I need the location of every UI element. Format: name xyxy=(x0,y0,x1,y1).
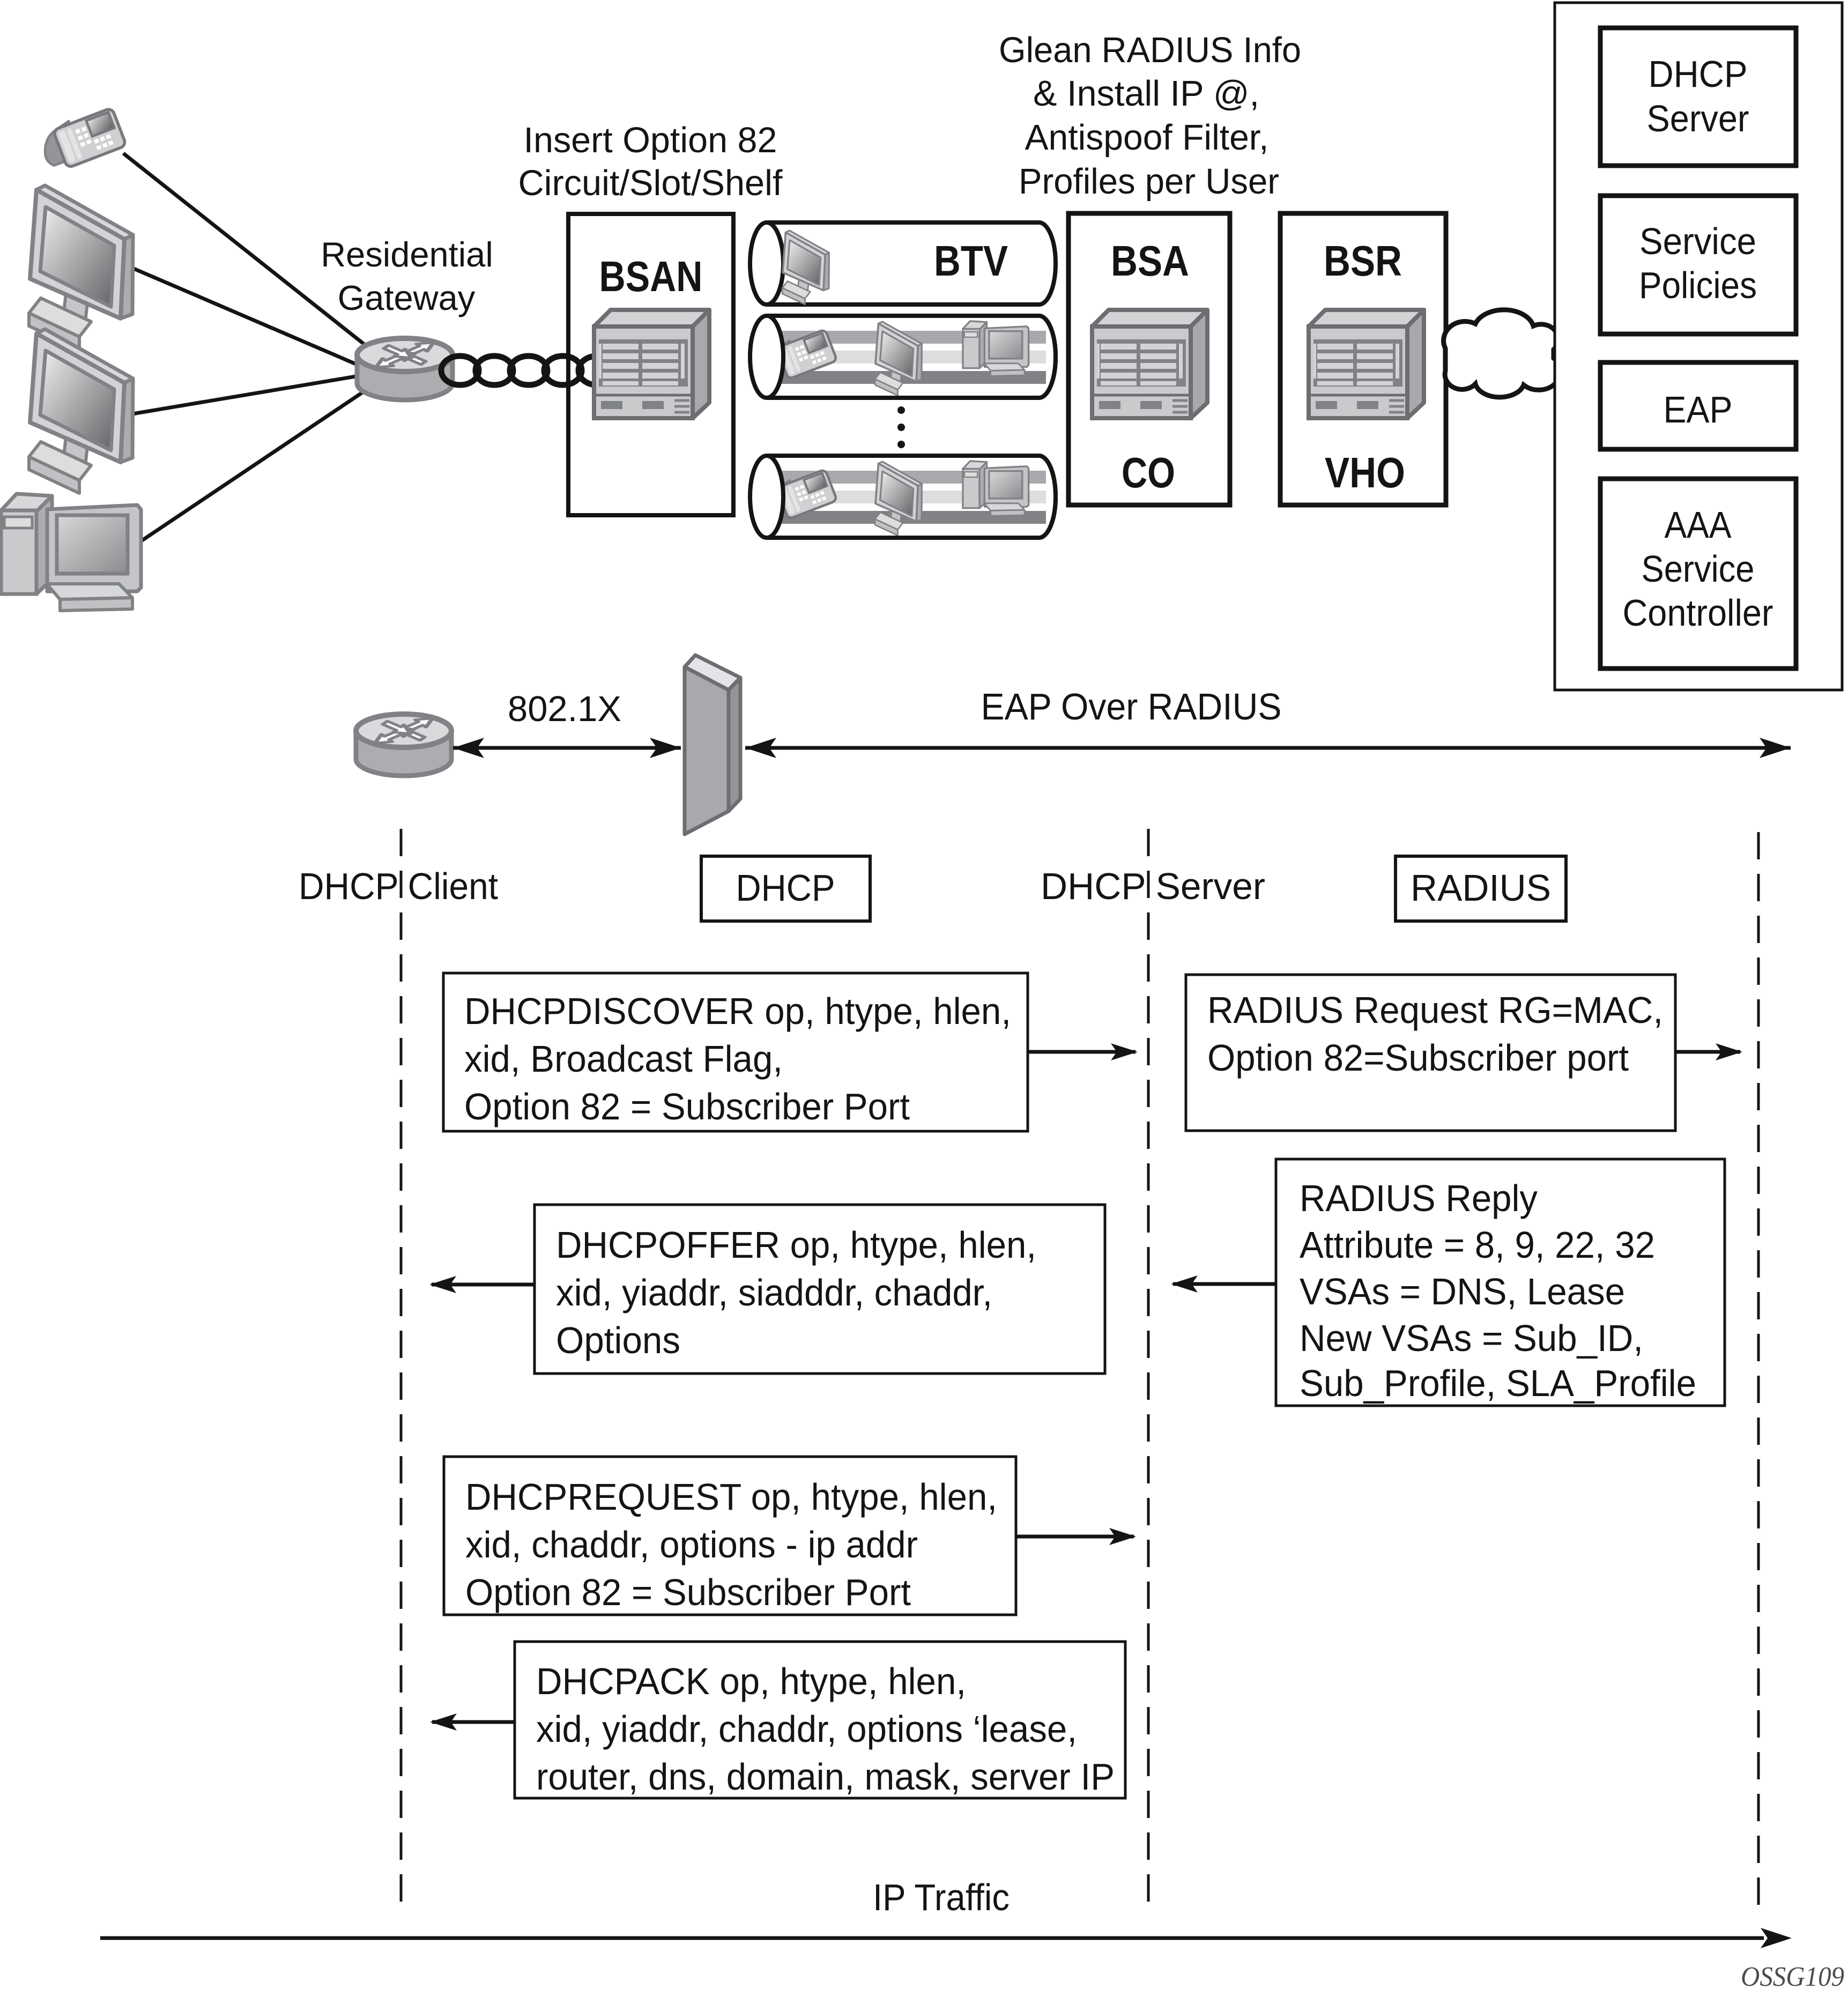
svg-text:Circuit/Slot/Shelf: Circuit/Slot/Shelf xyxy=(518,163,783,203)
svg-text:xid, yiaddr, siadddr, chaddr,: xid, yiaddr, siadddr, chaddr, xyxy=(556,1272,992,1313)
svg-text:BSAN: BSAN xyxy=(599,253,703,300)
svg-text:RADIUS Reply: RADIUS Reply xyxy=(1300,1177,1538,1219)
svg-text:& Install IP @,: & Install IP @, xyxy=(1033,73,1259,114)
svg-text:BTV: BTV xyxy=(934,237,1008,285)
svg-text:Service: Service xyxy=(1639,220,1756,262)
svg-text:DHCPREQUEST op, htype, hlen,: DHCPREQUEST op, htype, hlen, xyxy=(465,1476,997,1518)
svg-text:Sub_Profile, SLA_Profile: Sub_Profile, SLA_Profile xyxy=(1300,1362,1696,1404)
svg-text:DHCP: DHCP xyxy=(736,867,835,909)
svg-text:Insert Option 82: Insert Option 82 xyxy=(524,120,777,160)
svg-text:xid, Broadcast Flag,: xid, Broadcast Flag, xyxy=(464,1038,783,1080)
svg-text:CO: CO xyxy=(1122,449,1175,496)
svg-text:EAP Over RADIUS: EAP Over RADIUS xyxy=(981,686,1282,728)
svg-text:Antispoof Filter,: Antispoof Filter, xyxy=(1025,117,1269,158)
svg-text:Gateway: Gateway xyxy=(338,278,476,317)
svg-text:Attribute = 8, 9, 22, 32: Attribute = 8, 9, 22, 32 xyxy=(1300,1224,1655,1266)
svg-text:DHCP Client: DHCP Client xyxy=(299,865,498,907)
svg-text:DHCPOFFER op, htype, hlen,: DHCPOFFER op, htype, hlen, xyxy=(556,1224,1036,1266)
svg-text:Service: Service xyxy=(1642,548,1755,590)
svg-text:Controller: Controller xyxy=(1623,592,1773,634)
svg-text:xid, chaddr, options - ip addr: xid, chaddr, options - ip addr xyxy=(465,1524,918,1565)
svg-text:RADIUS: RADIUS xyxy=(1411,867,1551,909)
svg-text:VHO: VHO xyxy=(1325,449,1405,496)
svg-text:EAP: EAP xyxy=(1664,389,1733,431)
svg-text:DHCPDISCOVER op, htype, hlen,: DHCPDISCOVER op, htype, hlen, xyxy=(464,990,1011,1032)
svg-text:Policies: Policies xyxy=(1639,264,1757,306)
svg-text:Residential: Residential xyxy=(321,235,493,274)
svg-text:xid, yiaddr, chaddr, options ‘: xid, yiaddr, chaddr, options ‘lease, xyxy=(536,1708,1077,1750)
svg-text:Option 82=Subscriber port: Option 82=Subscriber port xyxy=(1207,1037,1629,1079)
svg-text:VSAs = DNS, Lease: VSAs = DNS, Lease xyxy=(1300,1271,1625,1312)
svg-text:Glean RADIUS Info: Glean RADIUS Info xyxy=(999,30,1301,70)
svg-text:RADIUS Request RG=MAC,: RADIUS Request RG=MAC, xyxy=(1207,989,1663,1031)
svg-text:DHCP Server: DHCP Server xyxy=(1041,865,1265,907)
svg-text:Options: Options xyxy=(556,1319,680,1361)
svg-text:Server: Server xyxy=(1647,98,1749,139)
svg-text:Option 82 = Subscriber Port: Option 82 = Subscriber Port xyxy=(465,1571,911,1613)
svg-text:Profiles per User: Profiles per User xyxy=(1019,161,1279,202)
svg-text:BSA: BSA xyxy=(1111,237,1189,285)
svg-text:DHCP: DHCP xyxy=(1649,53,1748,95)
svg-text:Option 82 = Subscriber Port: Option 82 = Subscriber Port xyxy=(464,1086,910,1127)
svg-text:DHCPACK op, htype, hlen,: DHCPACK op, htype, hlen, xyxy=(536,1660,966,1702)
svg-text:New VSAs = Sub_ID,: New VSAs = Sub_ID, xyxy=(1300,1317,1643,1359)
svg-text:BSR: BSR xyxy=(1324,237,1402,285)
svg-text:router, dns, domain, mask, ser: router, dns, domain, mask, server IP xyxy=(536,1756,1115,1798)
svg-text:IP Traffic: IP Traffic xyxy=(873,1876,1010,1918)
svg-text:802.1X: 802.1X xyxy=(508,689,621,729)
svg-text:OSSG109: OSSG109 xyxy=(1741,1962,1844,1989)
svg-text:AAA: AAA xyxy=(1665,504,1732,546)
